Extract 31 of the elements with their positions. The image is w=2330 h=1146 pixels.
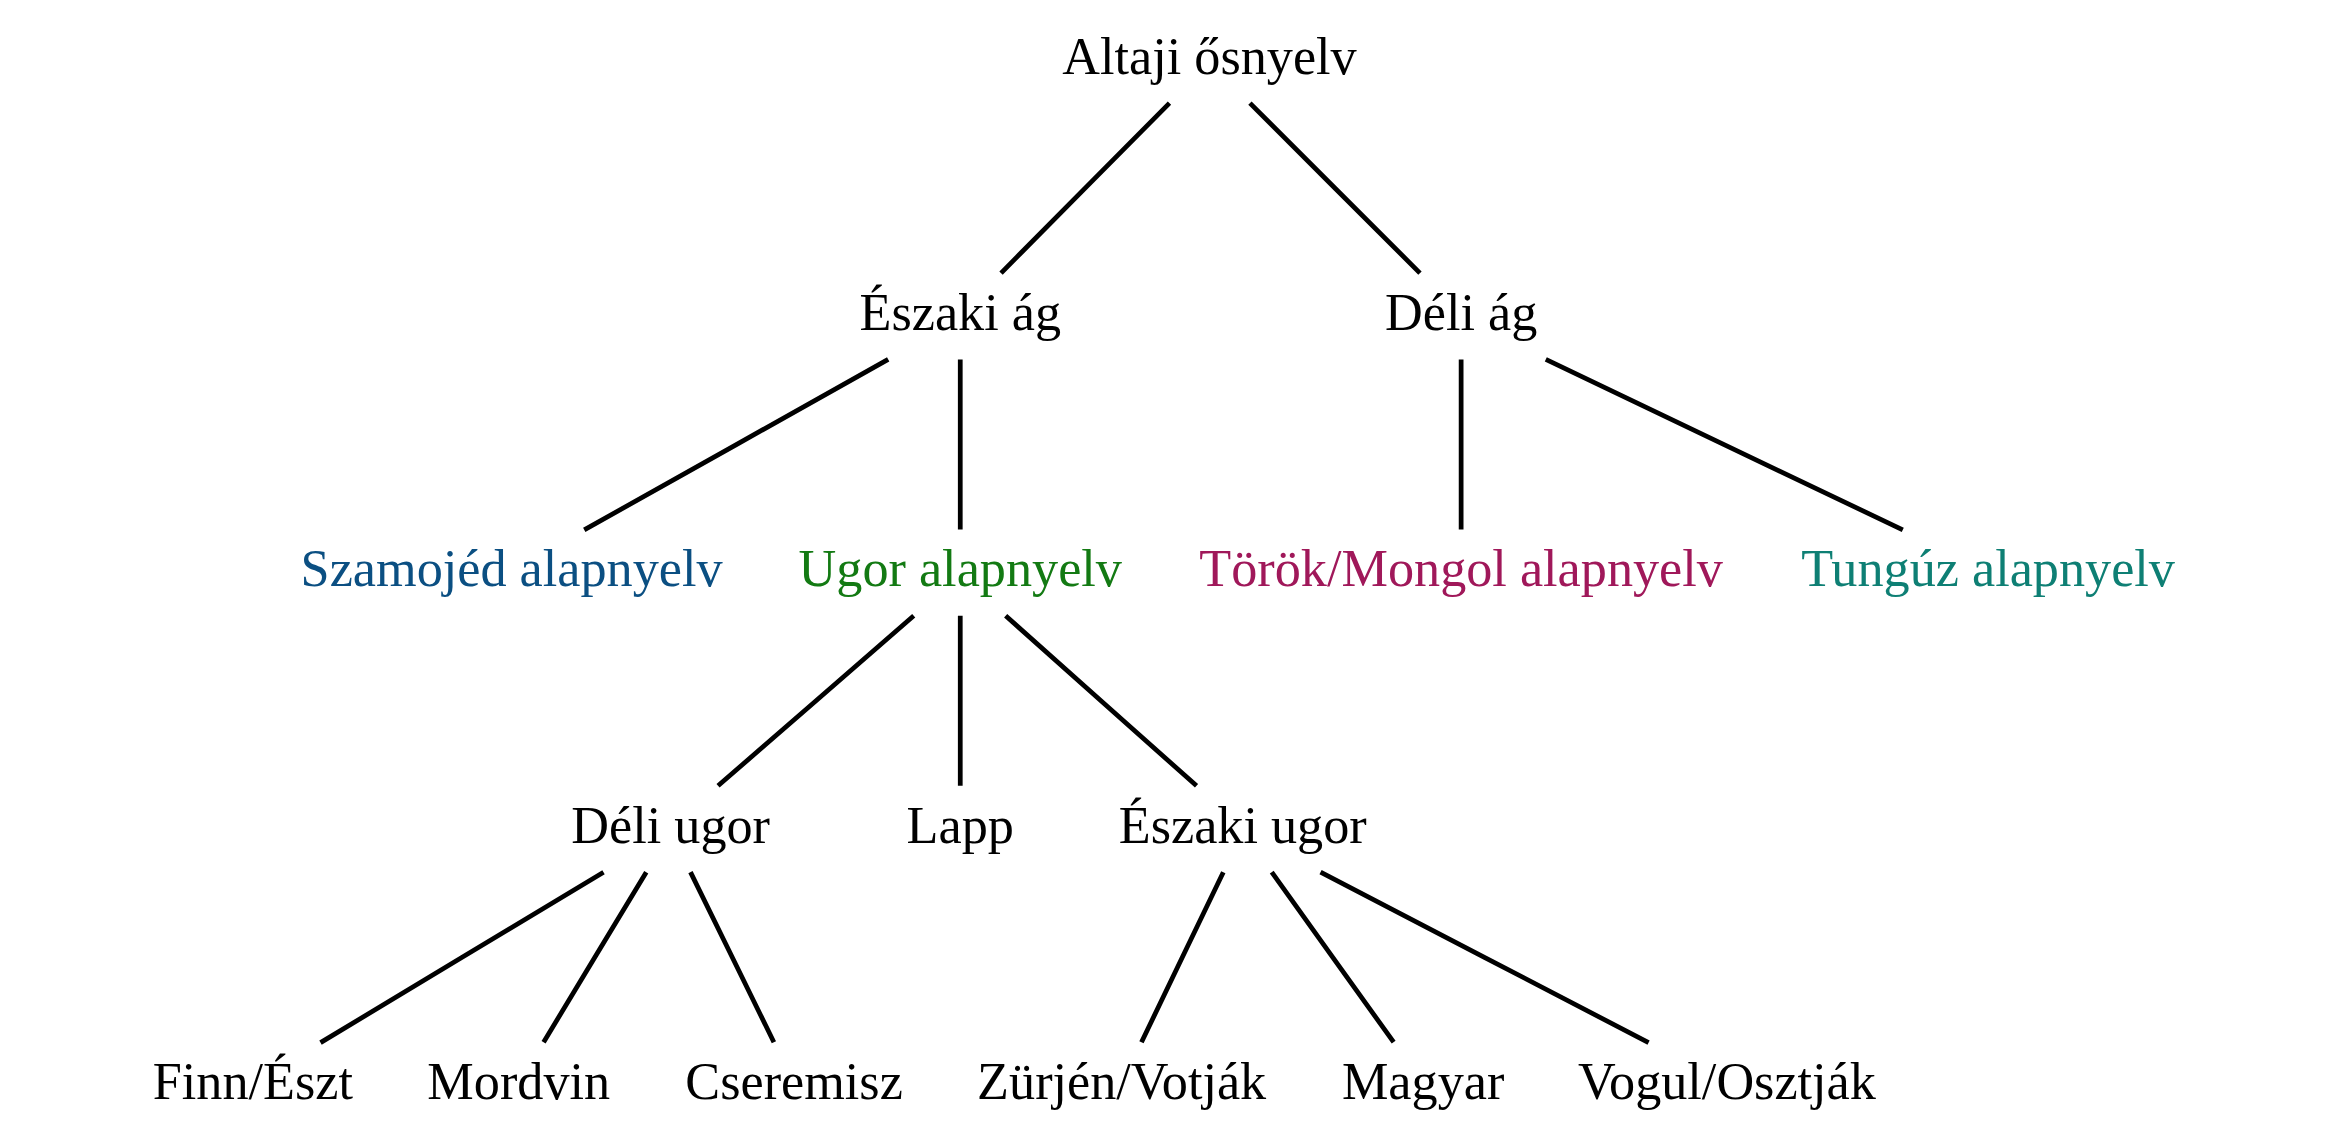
connector <box>688 871 777 1044</box>
connector <box>541 870 649 1044</box>
connector <box>1004 614 1199 788</box>
node-text: Szamojéd alapnyelv <box>300 539 723 598</box>
connector <box>319 870 605 1045</box>
node-text: Mordvin <box>427 1052 611 1111</box>
connector <box>716 614 916 788</box>
connector <box>1269 870 1396 1044</box>
connector <box>999 101 1172 275</box>
node-text: Déli ugor <box>571 795 770 854</box>
connector <box>1458 359 1464 530</box>
node-text: Lapp <box>906 795 1014 854</box>
node-text: Zürjén/Votják <box>977 1052 1267 1111</box>
node-text: Altaji ősnyelv <box>1062 26 1357 85</box>
node-text: Északi ág <box>859 282 1062 341</box>
node-text: Cseremisz <box>685 1052 903 1111</box>
node-text: Északi ugor <box>1118 795 1367 854</box>
node-text: Finn/Észt <box>152 1052 353 1111</box>
node-text: Vogul/Osztják <box>1578 1052 1876 1111</box>
connector <box>1544 357 1904 533</box>
connector <box>957 359 963 530</box>
connector <box>583 357 890 532</box>
node-text: Ugor alapnyelv <box>798 539 1122 598</box>
connector <box>1319 870 1650 1045</box>
node-text: Déli ág <box>1385 282 1538 341</box>
connector <box>957 615 963 786</box>
connector <box>1139 871 1226 1044</box>
node-text: Tungúz alapnyelv <box>1801 539 2175 598</box>
node-text: Török/Mongol alapnyelv <box>1199 539 1723 598</box>
connector <box>1248 101 1422 275</box>
node-text: Magyar <box>1341 1052 1505 1111</box>
